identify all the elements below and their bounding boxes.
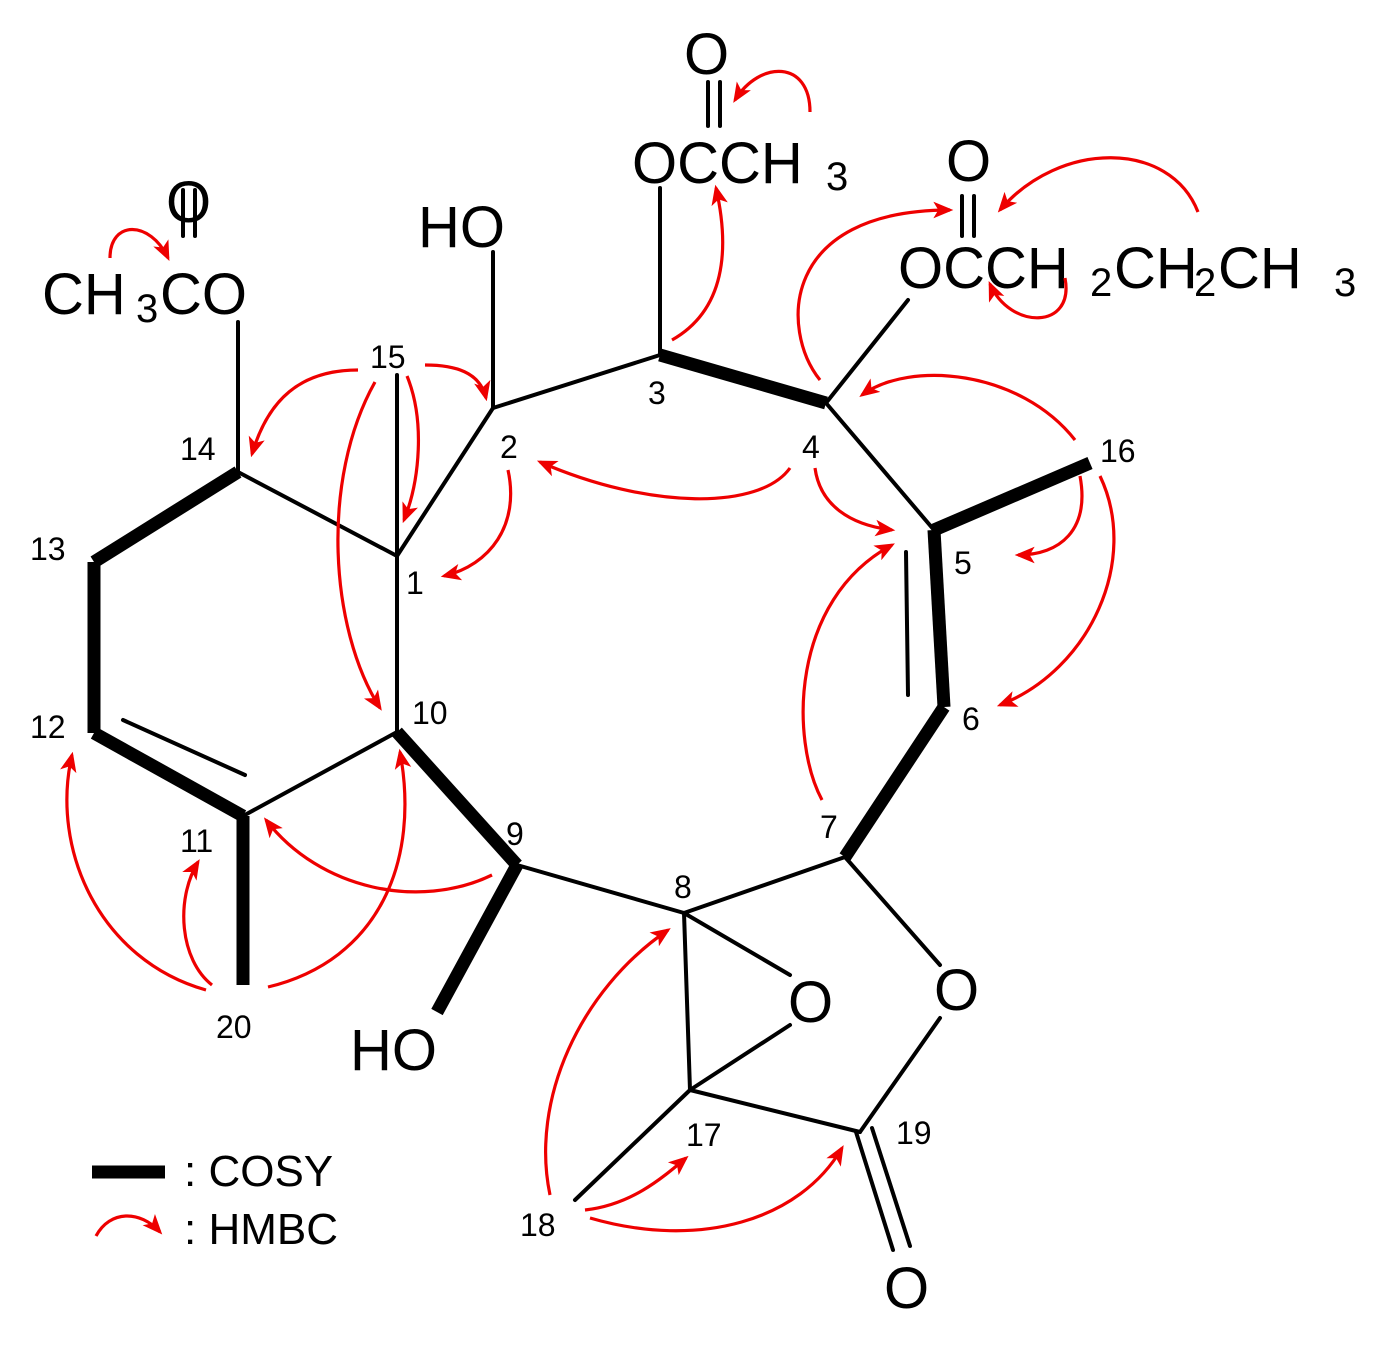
label-o-ketone-3: O — [684, 22, 729, 87]
label-oac3-sub: 3 — [826, 155, 848, 199]
num-c2: 2 — [500, 429, 518, 465]
legend-hmbc-label: : HMBC — [184, 1205, 338, 1254]
label-ester4-b: CH — [1114, 236, 1198, 301]
label-ho2: HO — [418, 195, 505, 260]
label-o-ketone-14: O — [166, 170, 211, 235]
cosy-bond-10-9 — [392, 727, 522, 870]
num-c7: 7 — [820, 809, 838, 845]
num-c10: 10 — [412, 695, 448, 731]
label-oac3: OCCH — [632, 131, 803, 196]
cosy-bond-3-4 — [658, 348, 828, 410]
num-c15: 15 — [370, 339, 406, 375]
label-ch3co-ch: CH — [42, 262, 126, 327]
num-c14: 14 — [180, 431, 216, 467]
num-c17: 17 — [686, 1117, 722, 1153]
cosy-bond-6-7 — [839, 703, 950, 861]
label-ester4-sub1: 2 — [1090, 261, 1112, 305]
num-c19: 19 — [896, 1115, 932, 1151]
num-c20: 20 — [216, 1009, 252, 1045]
cosy-bond-12-11 — [90, 727, 247, 822]
label-ester4-c: CH — [1218, 236, 1302, 301]
num-c16: 16 — [1100, 433, 1136, 469]
label-ester4-a: OCCH — [898, 236, 1069, 301]
label-ester4-sub2: 2 — [1194, 261, 1216, 305]
cosy-bond-14-13 — [90, 466, 242, 568]
num-c3: 3 — [648, 375, 666, 411]
num-c1: 1 — [406, 565, 424, 601]
label-o-ketone-4: O — [946, 129, 991, 194]
cosy-bond-5-16 — [931, 457, 1093, 536]
label-o-lactone: O — [934, 958, 979, 1023]
label-ch3co-sub: 3 — [136, 287, 158, 331]
legend: : COSY : HMBC — [92, 1147, 338, 1254]
label-o-epoxide: O — [788, 970, 833, 1035]
label-ester4-sub3: 3 — [1334, 261, 1356, 305]
legend-hmbc-swatch — [94, 1214, 163, 1237]
num-c5: 5 — [954, 545, 972, 581]
legend-cosy-label: : COSY — [184, 1147, 333, 1196]
num-c4: 4 — [802, 429, 820, 465]
label-ch3co-co: CO — [160, 262, 247, 327]
num-c8: 8 — [674, 869, 692, 905]
cosy-bond-9-oh — [431, 861, 523, 1016]
hmbc-arrows — [60, 69, 1200, 1233]
num-c11: 11 — [180, 823, 213, 859]
skeleton-bonds — [121, 80, 976, 1252]
label-ho9: HO — [350, 1018, 437, 1083]
num-c13: 13 — [30, 531, 66, 567]
num-c6: 6 — [962, 701, 980, 737]
carbon-numbers: 1 2 3 4 5 6 7 8 9 10 11 12 13 14 15 16 1… — [30, 339, 1136, 1243]
num-c9: 9 — [506, 816, 524, 852]
cosy-bonds — [87, 348, 1093, 1016]
num-c18: 18 — [520, 1207, 556, 1243]
label-o-carbonyl-19: O — [884, 1256, 929, 1321]
num-c12: 12 — [30, 709, 66, 745]
cosy-bond-5-6 — [927, 529, 951, 708]
